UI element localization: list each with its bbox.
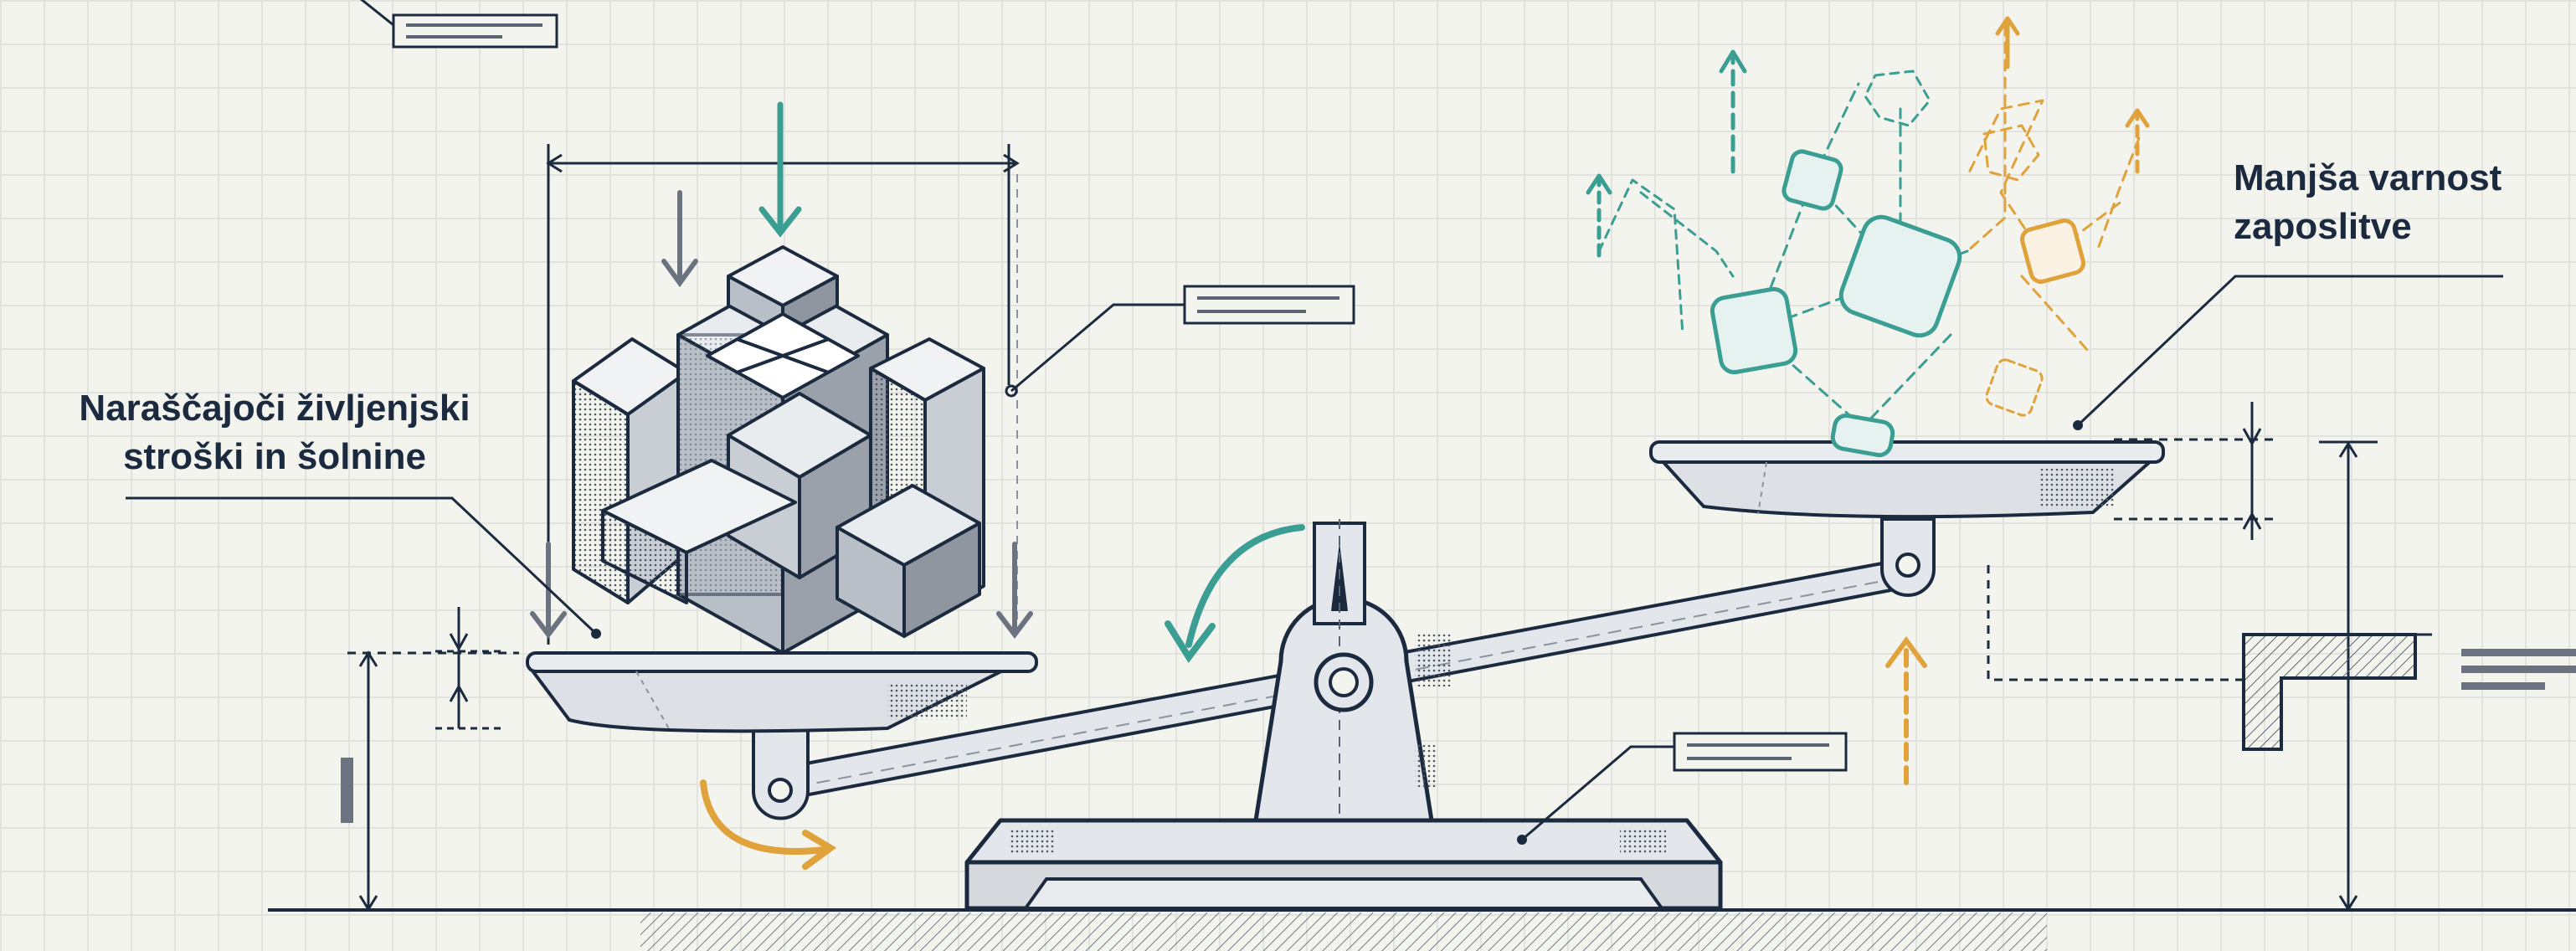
scale-base — [967, 820, 1720, 908]
label-lower-job-security: Manjša varnost zaposlitve — [2234, 154, 2576, 251]
callout-top-left — [352, 0, 557, 47]
callout-cube — [1185, 286, 1354, 323]
left-dimension-lines — [341, 607, 519, 909]
label-left-line-2: stroški in šolnine — [23, 433, 526, 481]
ground — [268, 910, 2576, 951]
label-right-line-2: zaposlitve — [2234, 203, 2576, 251]
upward-arrows — [1888, 640, 1925, 783]
interlocking-cube-puzzle-icon — [573, 247, 984, 653]
left-pan-hanger — [753, 728, 808, 819]
label-left-line-1: Naraščajoči življenjski — [23, 384, 526, 433]
left-pan — [527, 653, 1036, 731]
label-rising-living-costs: Naraščajoči življenjski stroški in šolni… — [23, 384, 526, 481]
right-label-leader — [2073, 276, 2503, 430]
label-right-line-1: Manjša varnost — [2234, 154, 2576, 203]
right-pan — [1651, 442, 2163, 517]
wall-bracket — [2244, 635, 2576, 749]
right-pan-hanger — [1882, 519, 1934, 595]
left-label-leader — [126, 498, 601, 639]
central-pedestal — [1256, 519, 1437, 820]
floating-cubes-network-icon — [1588, 18, 2147, 457]
